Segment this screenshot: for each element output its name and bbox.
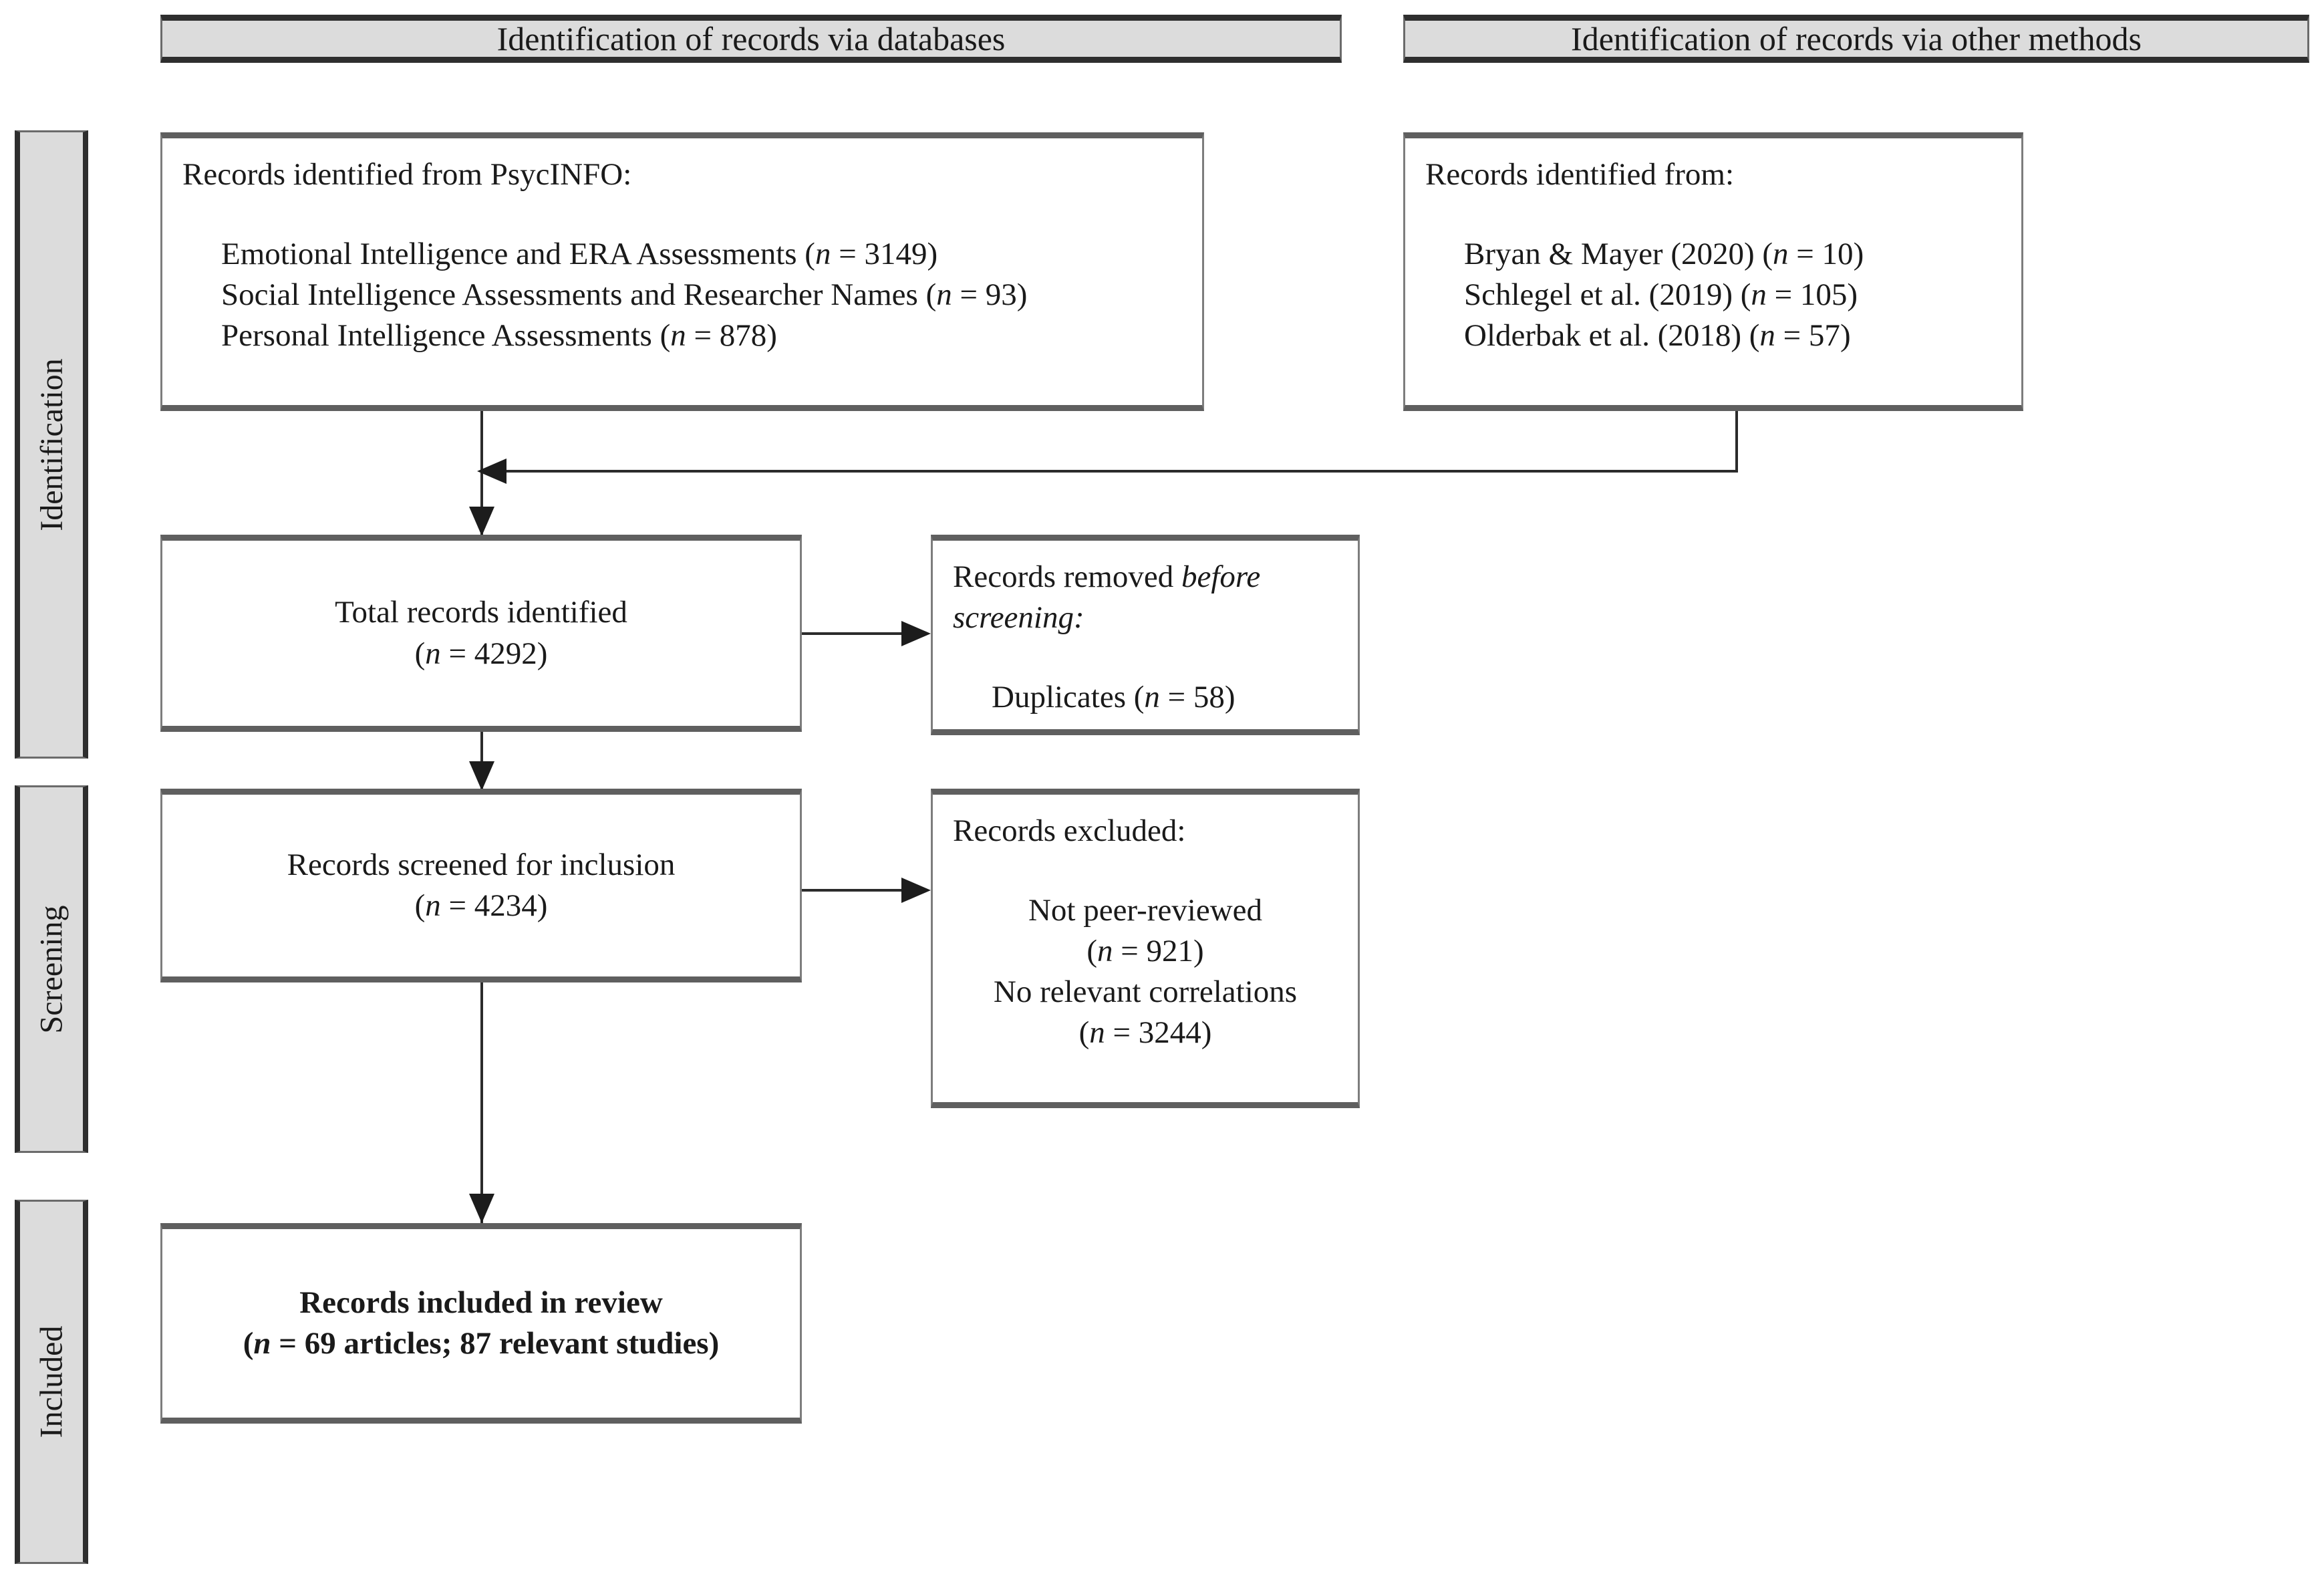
box-records-included: Records included in review (n = 69 artic… xyxy=(160,1223,802,1424)
stage-rail-screening: Screening xyxy=(15,785,88,1153)
box-total-records-identified: Total records identified (n = 4292) xyxy=(160,535,802,732)
total-records-n-label: n xyxy=(425,636,441,671)
box-records-removed: Records removed before screening: Duplic… xyxy=(931,535,1360,735)
records-screened-title: Records screened for inclusion xyxy=(287,847,676,882)
arrow-other-to-merge xyxy=(477,458,506,484)
records-identified-other-item-1: Schlegel et al. (2019) (n = 105) xyxy=(1464,277,1858,313)
records-identified-other-item-1-text: Schlegel et al. (2019) xyxy=(1464,277,1733,313)
arrow-databases-to-total xyxy=(469,507,494,536)
records-identified-other-item-1-n-label: n xyxy=(1751,277,1767,313)
records-identified-databases-item-0-n-label: n xyxy=(815,237,831,272)
records-excluded-reason-0-text: Not peer-reviewed xyxy=(1028,893,1263,928)
records-included-n-value: = 69 articles; 87 relevant studies xyxy=(279,1326,709,1361)
records-included-title: Records included in review xyxy=(299,1285,663,1320)
records-removed-title-plain: Records removed xyxy=(953,559,1181,594)
records-included-count: (n = 69 articles; 87 relevant studies) xyxy=(243,1326,720,1361)
records-identified-databases-item-1-text: Social Intelligence Assessments and Rese… xyxy=(221,277,918,313)
total-records-count: (n = 4292) xyxy=(414,636,548,671)
records-removed-title-italic: before screening: xyxy=(953,559,1261,636)
records-excluded-reason-1-n-value: = 3244 xyxy=(1113,1015,1201,1051)
header-databases: Identification of records via databases xyxy=(160,15,1342,63)
records-screened-n-value: = 4234 xyxy=(448,888,537,923)
records-identified-other-title: Records identified from: xyxy=(1425,157,1735,192)
arrow-total-to-screened xyxy=(469,761,494,791)
total-records-title: Total records identified xyxy=(335,595,627,630)
header-other-methods: Identification of records via other meth… xyxy=(1403,15,2309,63)
records-identified-other-item-0: Bryan & Mayer (2020) (n = 10) xyxy=(1464,237,1864,272)
box-records-identified-databases: Records identified from PsycINFO: Emotio… xyxy=(160,132,1204,411)
connector-total-to-removed xyxy=(802,632,905,635)
records-identified-other-item-2-text: Olderbak et al. (2018) xyxy=(1464,318,1742,354)
records-identified-other-item-0-n-label: n xyxy=(1773,237,1789,272)
records-excluded-reason-0-n-label: n xyxy=(1097,934,1113,969)
records-identified-databases-item-2-text: Personal Intelligence Assessments xyxy=(221,318,652,354)
records-identified-databases-item-1: Social Intelligence Assessments and Rese… xyxy=(221,277,1028,313)
header-other-methods-label: Identification of records via other meth… xyxy=(1571,19,2142,57)
box-records-screened: Records screened for inclusion (n = 4234… xyxy=(160,789,802,982)
records-identified-databases-item-2: Personal Intelligence Assessments (n = 8… xyxy=(221,318,777,354)
records-identified-other-item-2-n-label: n xyxy=(1759,318,1775,354)
connector-other-to-merge xyxy=(494,470,1738,473)
records-excluded-reason-1-n-label: n xyxy=(1089,1015,1105,1051)
records-removed-duplicates: Duplicates (n = 58) xyxy=(953,677,1338,718)
connector-other-drop xyxy=(1735,411,1738,471)
connector-screened-to-included xyxy=(480,982,483,1226)
records-identified-databases-item-0-n-value: = 3149 xyxy=(839,237,927,272)
arrow-screened-to-included xyxy=(469,1194,494,1223)
records-identified-databases-item-0: Emotional Intelligence and ERA Assessmen… xyxy=(221,237,938,272)
records-removed-duplicates-n-value: = 58 xyxy=(1167,680,1225,715)
records-identified-databases-item-2-n-label: n xyxy=(670,318,686,354)
records-included-n-label: n xyxy=(253,1326,271,1361)
records-excluded-reason-1-count: (n = 3244) xyxy=(1078,1015,1212,1051)
stage-label-included: Included xyxy=(33,1325,69,1438)
records-identified-databases-title: Records identified from PsycINFO: xyxy=(182,157,632,192)
records-removed-duplicates-close: ) xyxy=(1224,680,1236,715)
stage-label-identification: Identification xyxy=(33,358,69,531)
stage-rail-identification: Identification xyxy=(15,130,88,759)
stage-rail-included: Included xyxy=(15,1200,88,1564)
records-excluded-reason-0-n-value: = 921 xyxy=(1121,934,1193,969)
records-identified-databases-item-1-n-label: n xyxy=(936,277,952,313)
records-identified-other-item-0-n-value: = 10 xyxy=(1796,237,1854,272)
records-identified-other-item-2-n-value: = 57 xyxy=(1783,318,1840,354)
records-identified-databases-item-2-n-value: = 878 xyxy=(694,318,767,354)
arrow-screened-to-excluded xyxy=(901,878,931,903)
records-identified-other-item-2: Olderbak et al. (2018) (n = 57) xyxy=(1464,318,1851,354)
records-screened-count: (n = 4234) xyxy=(414,888,548,923)
records-identified-other-item-0-text: Bryan & Mayer (2020) xyxy=(1464,237,1755,272)
records-screened-n-label: n xyxy=(425,888,441,923)
records-removed-duplicates-n-label: n xyxy=(1144,680,1160,715)
records-identified-other-item-1-n-value: = 105 xyxy=(1774,277,1848,313)
box-records-identified-other: Records identified from: Bryan & Mayer (… xyxy=(1403,132,2023,411)
box-records-excluded: Records excluded: Not peer-reviewed (n =… xyxy=(931,789,1360,1108)
arrow-total-to-removed xyxy=(901,621,931,646)
records-excluded-reason-1-text: No relevant correlations xyxy=(993,974,1298,1010)
stage-label-screening: Screening xyxy=(33,905,69,1033)
records-identified-databases-item-1-n-value: = 93 xyxy=(960,277,1017,313)
records-removed-duplicates-text: Duplicates ( xyxy=(992,680,1145,715)
header-databases-label: Identification of records via databases xyxy=(496,19,1006,57)
total-records-n-value: = 4292 xyxy=(448,636,537,671)
records-removed-title: Records removed before screening: xyxy=(953,557,1338,638)
connector-screened-to-excluded xyxy=(802,889,905,892)
records-excluded-reason-0-count: (n = 921) xyxy=(1086,934,1204,969)
records-identified-databases-item-0-text: Emotional Intelligence and ERA Assessmen… xyxy=(221,237,797,272)
records-excluded-title: Records excluded: xyxy=(953,813,1186,848)
